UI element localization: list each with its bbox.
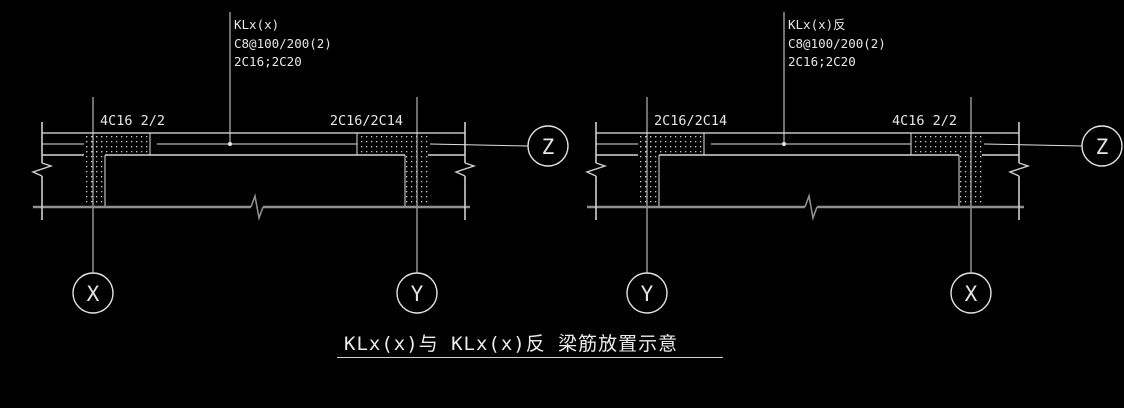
grid-bubble-right-letter: Y <box>411 282 424 306</box>
callout-line-3: 2C16;2C20 <box>234 54 302 69</box>
grid-bubble-left-letter: X <box>87 282 100 306</box>
section-bubble-z: Z <box>429 125 569 167</box>
top-left-bar-label: 4C16 2/2 <box>100 113 165 129</box>
callout-line-2: C8@100/200(2) <box>788 36 886 51</box>
beam-elevation-diagram-right: Y X <box>585 12 1123 314</box>
beam-outline <box>596 132 1019 207</box>
break-edge-left <box>585 122 608 220</box>
callout-line-2: C8@100/200(2) <box>234 36 332 51</box>
grid-bubble-right <box>396 272 438 314</box>
support-stipple-zones <box>83 133 428 207</box>
callout-line-3: 2C16;2C20 <box>788 54 856 69</box>
beam-bottom-line <box>33 192 470 222</box>
beam-bottom-line <box>587 192 1024 222</box>
grid-bubble-left <box>72 272 114 314</box>
drawing-title: KLx(x)与 KLx(x)反 梁筋放置示意 <box>344 333 679 355</box>
callout: KLx(x) C8@100/200(2) 2C16;2C20 <box>229 12 332 144</box>
top-left-bar-label: 2C16/2C14 <box>654 113 727 129</box>
top-right-bar-label: 2C16/2C14 <box>330 113 403 129</box>
grid-bubble-right-letter: X <box>965 282 978 306</box>
callout-line-1: KLx(x) <box>234 17 279 32</box>
title-underline <box>337 357 723 358</box>
grid-bubble-right <box>950 272 992 314</box>
break-edge-right <box>1008 122 1031 220</box>
beam-outline <box>42 132 465 207</box>
section-bubble-letter: Z <box>542 135 555 159</box>
grid-line-left: Y <box>626 97 668 314</box>
grid-bubble-left-letter: Y <box>641 282 654 306</box>
section-bubble-letter: Z <box>1096 135 1109 159</box>
top-right-bar-label: 4C16 2/2 <box>892 113 957 129</box>
break-edge-left <box>31 122 54 220</box>
callout: KLx(x)反 C8@100/200(2) 2C16;2C20 <box>783 12 886 144</box>
support-stipple-zones <box>637 133 982 207</box>
section-bubble-z: Z <box>983 125 1123 167</box>
grid-bubble-left <box>626 272 668 314</box>
break-edge-right <box>454 122 477 220</box>
break-symbol-bottom <box>250 192 264 222</box>
beam-elevation-diagram-left: X Y <box>31 12 569 314</box>
break-symbol-bottom <box>804 192 818 222</box>
callout-line-1: KLx(x)反 <box>788 17 846 32</box>
